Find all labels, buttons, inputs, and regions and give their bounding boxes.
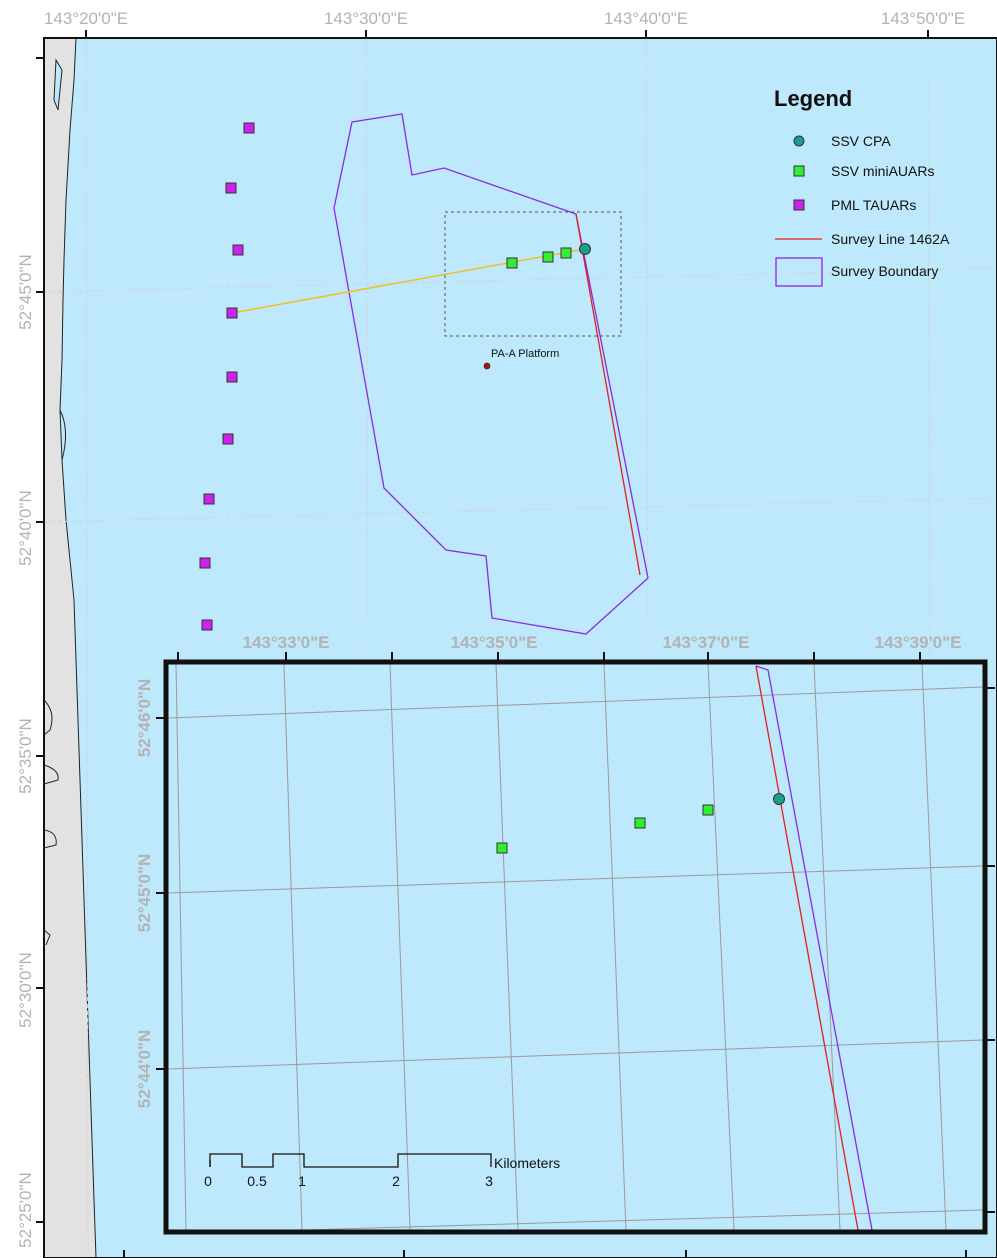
pml-tauars xyxy=(199,122,255,631)
legend-miniauar-symbol xyxy=(793,165,805,177)
inset-lon-label: 143°37'0"E xyxy=(663,633,750,652)
legend-item-label: Survey Boundary xyxy=(831,263,938,279)
scale-tick-label: 2 xyxy=(392,1173,400,1189)
pml-tauar-marker[interactable] xyxy=(243,122,255,134)
inset-lat-label: 52°44'0"N xyxy=(135,1030,154,1108)
pml-tauar-marker[interactable] xyxy=(201,619,213,631)
inset-miniauar-marker[interactable] xyxy=(702,804,714,816)
inset-frame-ticks xyxy=(156,652,995,1213)
inset-lat-label: 52°45'0"N xyxy=(135,854,154,932)
legend-item-label: Survey Line 1462A xyxy=(831,231,950,247)
track-line xyxy=(231,248,586,314)
legend-item-label: SSV CPA xyxy=(831,133,891,149)
platform-label: PA-A Platform xyxy=(491,348,559,360)
legend-title: Legend xyxy=(774,86,852,111)
pml-tauar-marker[interactable] xyxy=(222,433,234,445)
inset-survey-boundary[interactable] xyxy=(755,665,873,1231)
scale-unit-label: Kilometers xyxy=(494,1155,560,1171)
lon-label: 143°40'0"E xyxy=(604,9,688,28)
lat-label: 52°35'0"N xyxy=(16,718,35,794)
pml-tauar-marker[interactable] xyxy=(225,182,237,194)
legend-item-label: PML TAUARs xyxy=(831,197,916,213)
inset-map[interactable]: 0 0.5 1 2 3 Kilometers xyxy=(156,652,995,1235)
ssv-miniauar-marker[interactable] xyxy=(560,247,572,259)
coastline-detail xyxy=(59,409,66,461)
inset-survey-line[interactable] xyxy=(755,665,859,1231)
inset-cpa-marker[interactable] xyxy=(773,793,785,805)
lat-label: 52°40'0"N xyxy=(16,490,35,566)
coastline-land xyxy=(43,37,97,1258)
frame-ticks xyxy=(36,30,967,1258)
lat-label: 52°25'0"N xyxy=(16,1172,35,1248)
coastline-islet xyxy=(43,829,57,849)
scale-bar xyxy=(209,1153,492,1168)
inset-miniauar-marker[interactable] xyxy=(634,817,646,829)
lat-label: 52°45'0"N xyxy=(16,254,35,330)
scale-tick-label: 1 xyxy=(298,1173,306,1189)
legend-boundary-symbol xyxy=(775,257,823,287)
ssv-cpa-marker[interactable] xyxy=(579,243,591,255)
pml-tauar-marker[interactable] xyxy=(232,244,244,256)
ssv-miniauar-marker[interactable] xyxy=(542,251,554,263)
legend-tauar-symbol xyxy=(793,199,805,211)
inset-lon-label: 143°33'0"E xyxy=(243,633,330,652)
coastline-islet xyxy=(43,929,51,946)
platform-marker[interactable] xyxy=(483,362,491,370)
lon-label: 143°20'0"E xyxy=(44,9,128,28)
legend-cpa-symbol xyxy=(793,135,805,147)
legend-item-label: SSV miniAUARs xyxy=(831,163,934,179)
coastline-islet xyxy=(43,699,53,736)
inset-lat-label: 52°46'0"N xyxy=(135,679,154,757)
scale-tick-label: 0 xyxy=(204,1173,212,1189)
legend: Legend SSV CPA SSV miniAUARs PML TAUARs … xyxy=(774,86,950,287)
pml-tauar-marker[interactable] xyxy=(226,307,238,319)
lon-label: 143°50'0"E xyxy=(881,9,965,28)
inset-frame xyxy=(163,659,988,1235)
ssv-miniauar-marker[interactable] xyxy=(506,257,518,269)
inset-lon-label: 143°39'0"E xyxy=(875,633,962,652)
main-map-frame xyxy=(43,37,997,1258)
lon-label: 143°30'0"E xyxy=(324,9,408,28)
lat-label: 52°30'0"N xyxy=(16,952,35,1028)
survey-line[interactable] xyxy=(575,213,641,576)
scale-tick-label: 0.5 xyxy=(247,1173,267,1189)
pml-tauar-marker[interactable] xyxy=(199,557,211,569)
pml-tauar-marker[interactable] xyxy=(203,493,215,505)
pml-tauar-marker[interactable] xyxy=(226,371,238,383)
coastline-islet xyxy=(43,764,59,785)
survey-boundary[interactable] xyxy=(333,113,649,635)
ssv-miniauars xyxy=(506,247,572,269)
main-graticule xyxy=(43,37,997,1258)
inset-water xyxy=(168,664,983,1230)
coastline-islet xyxy=(53,58,63,111)
inset-miniauar-marker[interactable] xyxy=(496,842,508,854)
inset-lon-label: 143°35'0"E xyxy=(451,633,538,652)
scale-tick-label: 3 xyxy=(485,1173,493,1189)
